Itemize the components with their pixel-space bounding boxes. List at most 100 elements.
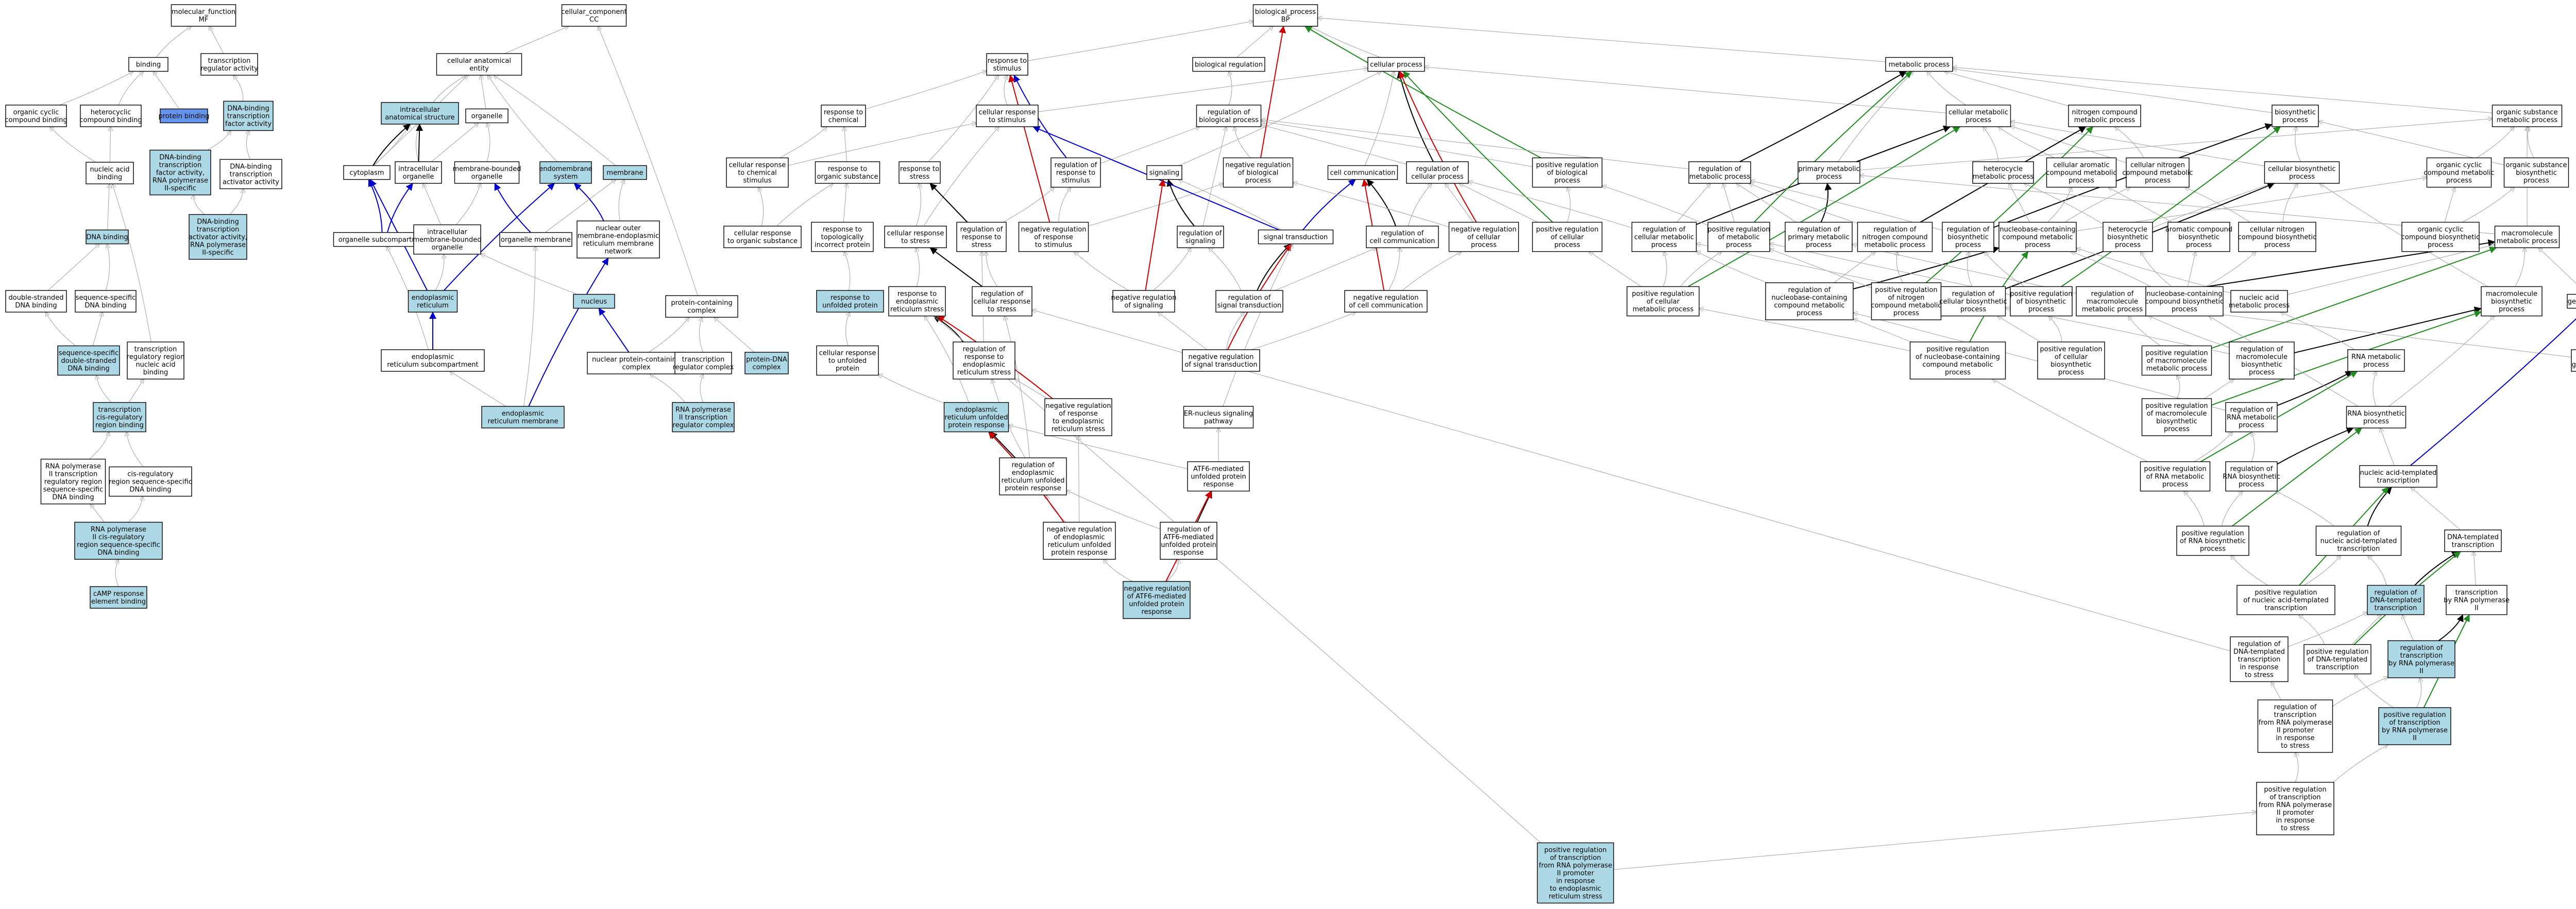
- go-term-node[interactable]: cellular process: [1367, 57, 1425, 72]
- go-term-node[interactable]: binding: [128, 57, 168, 72]
- go-term-node[interactable]: cell communication: [1327, 165, 1398, 180]
- go-term-node[interactable]: signal transduction: [1258, 229, 1334, 245]
- go-term-node[interactable]: cytoplasm: [343, 165, 391, 180]
- go-term-node[interactable]: membrane: [603, 165, 647, 180]
- go-term-node[interactable]: DNA binding: [86, 229, 129, 245]
- go-term-node[interactable]: nucleus: [573, 294, 615, 309]
- go-term-node[interactable]: biological regulation: [1192, 57, 1265, 72]
- go-term-node[interactable]: organelle: [465, 108, 509, 124]
